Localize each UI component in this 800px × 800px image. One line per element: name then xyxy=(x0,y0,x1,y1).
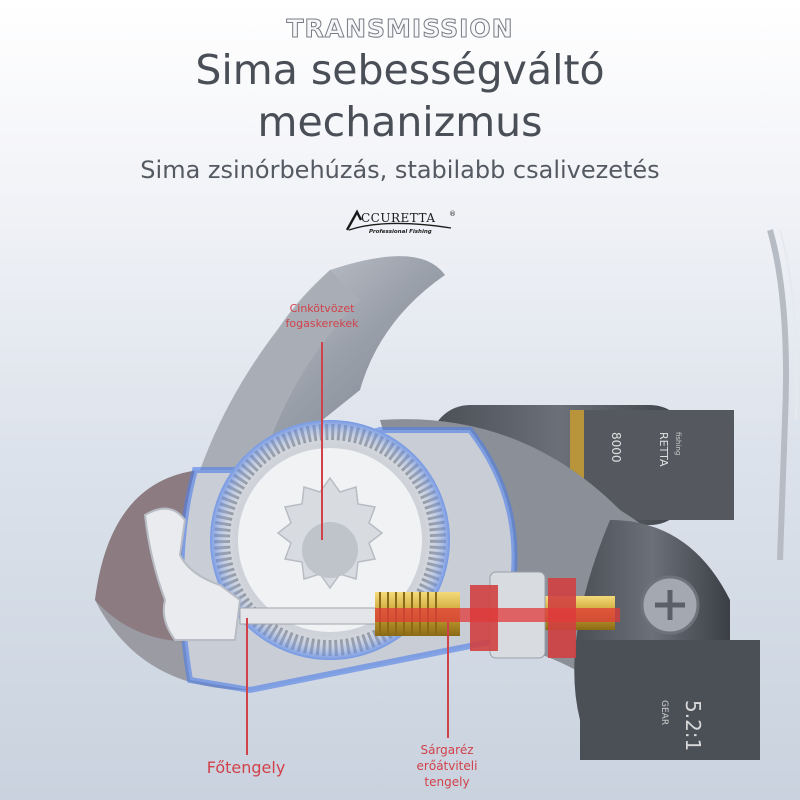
main-shaft-callout: Főtengely xyxy=(206,758,286,777)
brass-callout: Sárgaréz erőátviteli tengely xyxy=(392,742,502,790)
page-title-line1: Sima sebességváltó xyxy=(195,46,605,94)
brass-callout-line1: Sárgaréz xyxy=(420,743,474,757)
brass-drive-shaft xyxy=(375,571,620,659)
accuretta-logo-icon xyxy=(345,209,452,231)
brass-callout-line2: erőátviteli xyxy=(416,759,478,773)
gear-callout-line2: fogaskerekek xyxy=(285,317,359,330)
brass-callout-line3: tengely xyxy=(424,775,470,789)
logo-brand: CCURETTA xyxy=(361,211,436,225)
gear-callout: Cinkötvözet fogaskerekek xyxy=(262,301,382,331)
spool-model-label: 8000 xyxy=(609,432,623,463)
page-subtitle: Sima zsinórbehúzás, stabilabb csalivezet… xyxy=(140,156,660,184)
body-ratio-label: 5.2:1 xyxy=(681,700,705,751)
reel-arm xyxy=(249,256,445,440)
logo-registered: ® xyxy=(449,210,456,218)
page-title-line2: mechanizmus xyxy=(257,98,543,146)
spool-brand-label: RETTA xyxy=(657,432,670,467)
logo-tagline: Professional Fishing xyxy=(369,229,432,235)
bail-wire xyxy=(767,229,789,561)
brand-logo: CCURETTA ® Professional Fishing xyxy=(345,208,457,240)
handle-arm xyxy=(143,507,242,641)
eyebrow-label: TRANSMISSION xyxy=(286,14,514,44)
body-gear-label: GEAR xyxy=(659,700,669,725)
gear-callout-line1: Cinkötvözet xyxy=(289,302,355,315)
spool-small-label: fishing xyxy=(674,432,682,455)
